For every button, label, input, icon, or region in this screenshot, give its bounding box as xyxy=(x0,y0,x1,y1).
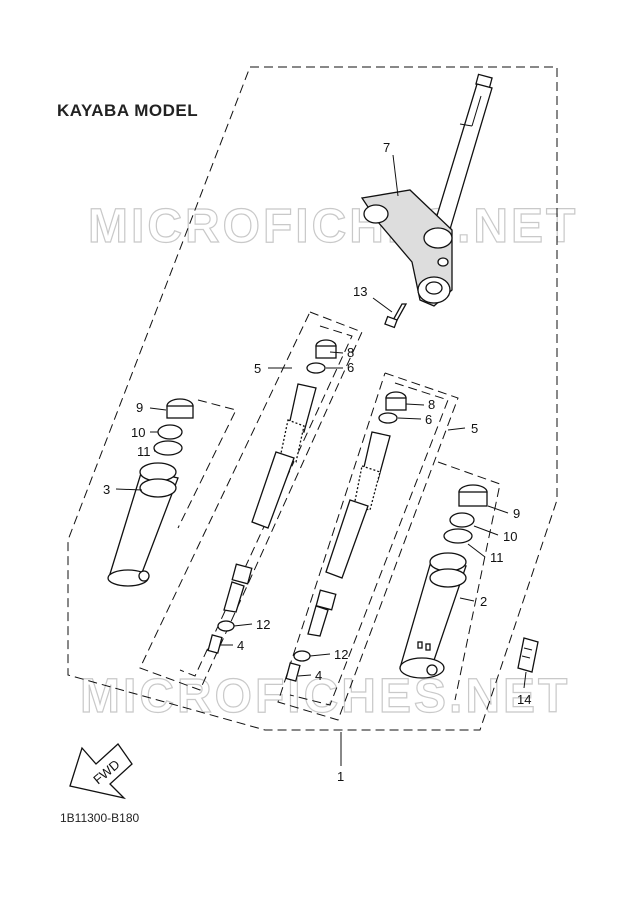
callout-7: 7 xyxy=(383,140,390,155)
assembly-outline xyxy=(67,66,558,731)
callout-12-right: 12 xyxy=(334,647,348,662)
callout-5-right: 5 xyxy=(471,421,478,436)
callout-14: 14 xyxy=(517,692,531,707)
fwd-arrow: FWD xyxy=(69,743,133,800)
inner-tube-left-outline-2 xyxy=(179,325,353,677)
steering-stem xyxy=(360,73,493,307)
outer-tube-right-outline xyxy=(437,461,501,701)
callout-9-left: 9 xyxy=(136,400,143,415)
outer-tube-right xyxy=(399,484,488,679)
inner-tube-right-outline xyxy=(277,372,459,721)
callout-11-right: 11 xyxy=(490,550,504,565)
callout-11-left: 11 xyxy=(137,444,151,459)
model-title: KAYABA MODEL xyxy=(57,101,199,120)
bolt-13 xyxy=(384,303,408,329)
outer-tube-left-outline xyxy=(177,399,237,529)
diagram-code: 1B11300-B180 xyxy=(60,811,140,825)
callout-6-left: 6 xyxy=(347,360,354,375)
fork-inner-right xyxy=(285,391,407,682)
callout-12-left: 12 xyxy=(256,617,270,632)
leader-lines xyxy=(115,154,527,766)
callout-4-right: 4 xyxy=(315,668,322,683)
callout-8-right: 8 xyxy=(428,397,435,412)
callout-9-right: 9 xyxy=(513,506,520,521)
inner-tube-left-outline xyxy=(139,311,363,691)
callout-13: 13 xyxy=(353,284,367,299)
callout-1: 1 xyxy=(337,769,344,784)
callout-10-left: 10 xyxy=(131,425,145,440)
label-card xyxy=(517,637,539,673)
callout-5-left: 5 xyxy=(254,361,261,376)
callout-2: 2 xyxy=(480,594,487,609)
watermark-bottom: MICROFICHES.NET xyxy=(80,670,570,723)
fork-inner-left xyxy=(207,339,337,654)
callout-10-right: 10 xyxy=(503,529,517,544)
callout-8-left: 8 xyxy=(347,345,354,360)
outer-tube-left xyxy=(107,398,194,587)
callout-3: 3 xyxy=(103,482,110,497)
callout-4-left: 4 xyxy=(237,638,244,653)
watermark-top: MICROFICHES.NET xyxy=(88,200,578,253)
callouts: 7 13 5 8 6 8 6 5 9 10 11 3 9 10 11 2 12 … xyxy=(103,140,531,784)
callout-6-right: 6 xyxy=(425,412,432,427)
